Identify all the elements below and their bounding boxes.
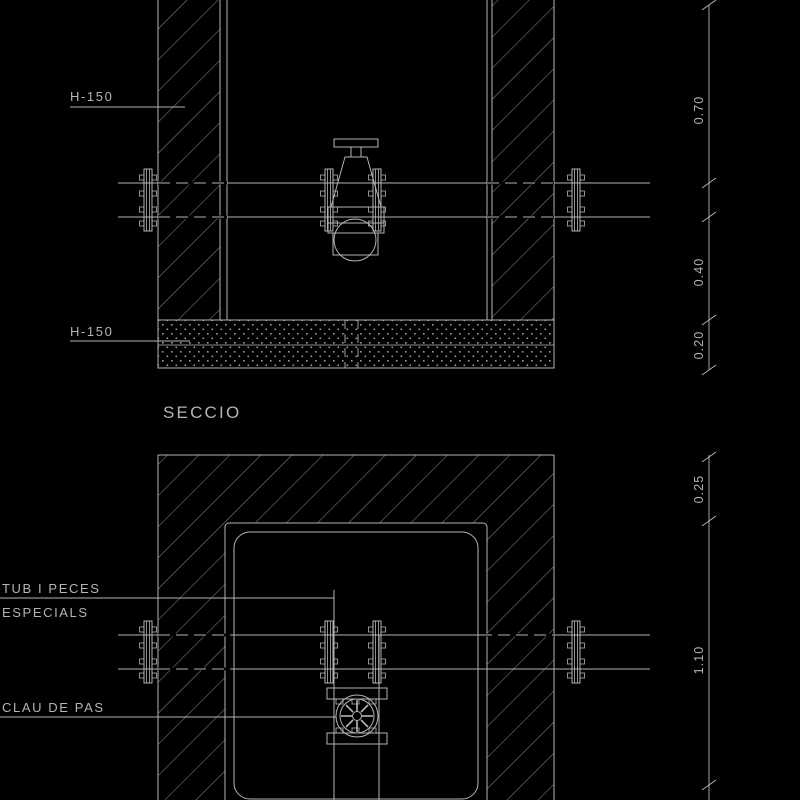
valve-label: CLAU DE PAS <box>2 700 105 715</box>
leader-wall-h150 <box>70 106 185 108</box>
section-dimension-string: 0.70 0.40 0.20 <box>692 0 717 376</box>
dim-pipe-to-slab: 0.40 <box>692 258 706 287</box>
plan-view: TUB I PECES ESPECIALS CLAU DE PAS 0.25 1… <box>0 451 717 800</box>
wall-material-label: H-150 <box>70 89 113 104</box>
valve-body-circle <box>333 218 377 262</box>
pipe-label-line1: TUB I PECES <box>2 581 101 596</box>
section-flange-inner-left <box>320 168 338 232</box>
section-flange-outer-right <box>567 168 585 232</box>
plan-flange-outer-left <box>139 620 157 684</box>
section-view: H-150 H-150 SECCIO 0.70 0.40 0.20 <box>70 0 717 422</box>
dim-upper-chamber-height: 0.70 <box>692 96 706 125</box>
plan-gate-valve <box>326 687 388 745</box>
section-title: SECCIO <box>163 403 241 422</box>
dim-slab-thickness: 0.20 <box>692 331 706 360</box>
section-base-slab <box>157 319 555 369</box>
section-flange-outer-left <box>139 168 157 232</box>
plan-flange-outer-right <box>567 620 585 684</box>
dim-chamber-width: 1.10 <box>692 646 706 675</box>
handwheel-icon <box>333 138 379 148</box>
section-flange-inner-right <box>368 168 386 232</box>
dim-wall-thickness: 0.25 <box>692 475 706 504</box>
handwheel-plan-icon <box>335 694 379 738</box>
section-left-wall <box>157 0 228 321</box>
plan-inner-chamber <box>224 522 488 800</box>
plan-pipe-run <box>118 633 650 671</box>
pipe-label-line2: ESPECIALS <box>2 605 89 620</box>
slab-material-label: H-150 <box>70 324 113 339</box>
section-gate-valve <box>327 138 385 262</box>
section-right-wall <box>486 0 555 321</box>
plan-dimension-string: 0.25 1.10 <box>692 451 717 800</box>
